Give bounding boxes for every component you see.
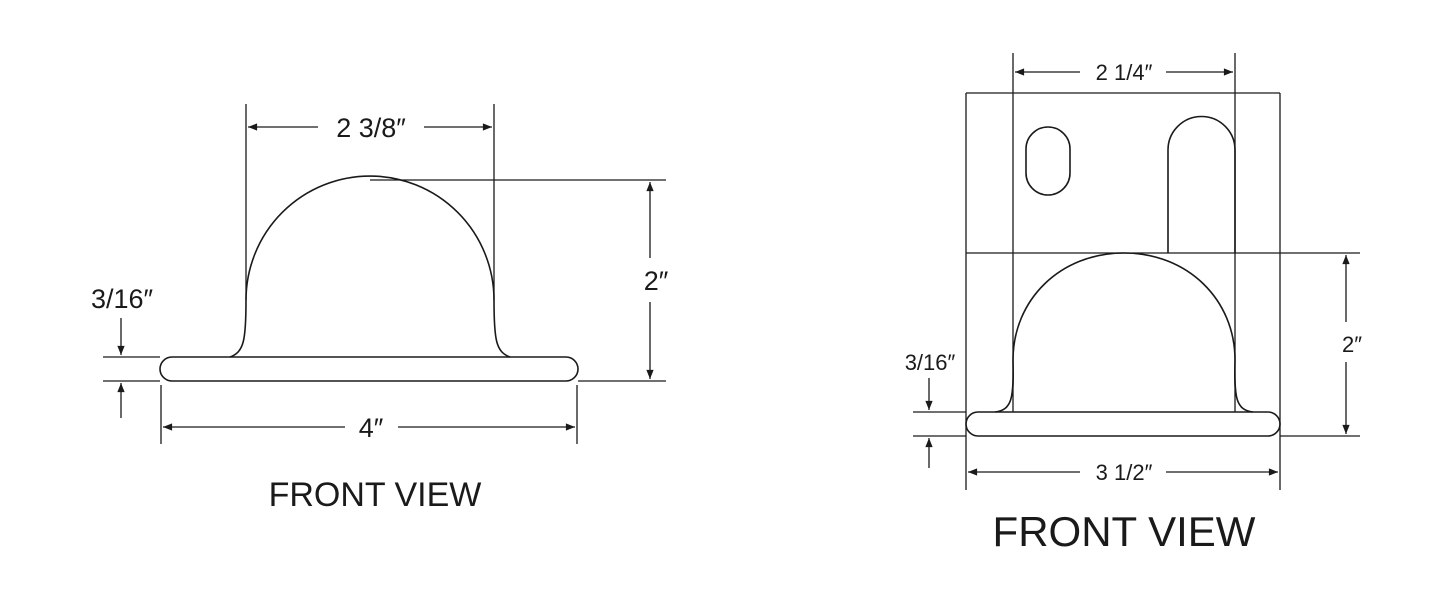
top-width-label: 2 3/8″ (336, 113, 406, 143)
view-title: FRONT VIEW (269, 476, 482, 514)
front-view-right: 2 1/4″ 2″ 3/16″ 3 1/2″ FRONT VIEW (905, 53, 1362, 555)
base-width-label: 4″ (359, 413, 384, 443)
height-label: 2″ (644, 266, 669, 296)
base-width-label: 3 1/2″ (1096, 460, 1153, 485)
dome-profile (229, 175, 511, 358)
view-title: FRONT VIEW (993, 508, 1256, 555)
front-view-left: 2 3/8″ 2″ 3/16″ 4″ FRONT VIEW (91, 104, 669, 514)
thickness-label: 3/16″ (91, 284, 154, 314)
oval-slot (1025, 126, 1071, 196)
open-slot (1167, 115, 1236, 253)
base-flange (159, 356, 579, 382)
dome-profile (994, 252, 1254, 413)
base-flange (965, 411, 1281, 437)
thickness-label: 3/16″ (905, 350, 956, 375)
height-label: 2″ (1342, 332, 1362, 357)
top-width-label: 2 1/4″ (1096, 60, 1153, 85)
